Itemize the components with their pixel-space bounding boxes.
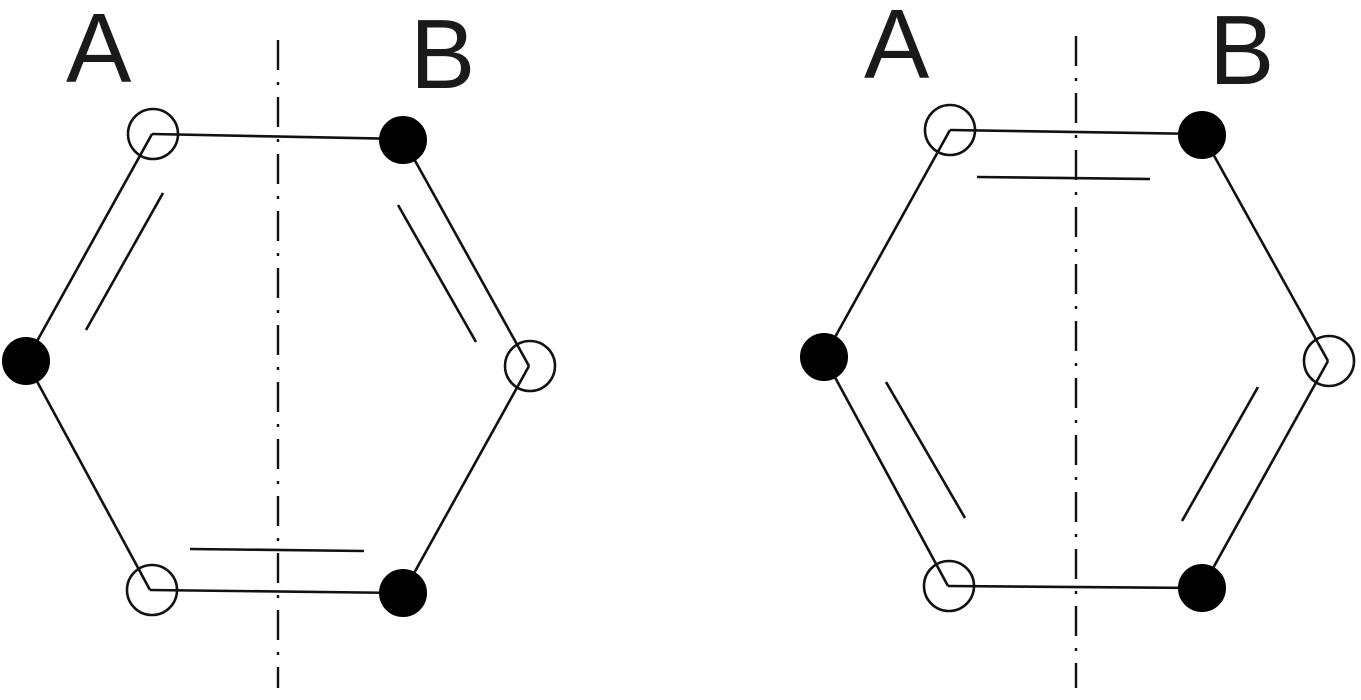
right-label-b: B bbox=[1209, 0, 1274, 105]
right-atom-filled-top-right bbox=[1178, 111, 1226, 159]
left-double-bond-upper-right bbox=[396, 204, 478, 343]
left-atom-open-top-left bbox=[126, 107, 180, 161]
left-bond-lower-right bbox=[401, 365, 531, 594]
right-atom-filled-bottom-right bbox=[1178, 564, 1226, 612]
right-bond-upper-right bbox=[1200, 133, 1330, 362]
right-atom-open-bottom-left bbox=[922, 559, 976, 613]
right-atom-open-top-left bbox=[923, 103, 977, 157]
right-bond-lower-right bbox=[1200, 360, 1330, 589]
right-bond-bottom bbox=[947, 584, 1203, 590]
right-label-a: A bbox=[864, 0, 930, 99]
left-atom-open-right bbox=[503, 339, 557, 393]
left-atom-filled-left bbox=[2, 337, 50, 385]
left-atom-filled-bottom-right bbox=[379, 569, 427, 617]
right-atom-open-right bbox=[1302, 334, 1356, 388]
right-bond-upper-left bbox=[822, 129, 952, 358]
left-label-a: A bbox=[66, 0, 132, 103]
left-label-b: B bbox=[410, 0, 475, 109]
left-double-bond-upper-left bbox=[84, 192, 165, 331]
right-atom-filled-left bbox=[800, 333, 848, 381]
right-structure: A B bbox=[800, 0, 1356, 688]
left-bond-bottom bbox=[149, 588, 404, 595]
right-double-bond-lower-left bbox=[884, 381, 967, 519]
left-double-bond-bottom bbox=[189, 547, 365, 553]
right-bond-top bbox=[949, 128, 1203, 136]
left-atom-open-bottom-left bbox=[125, 563, 179, 617]
left-atom-filled-top-right bbox=[379, 116, 427, 164]
left-bond-upper-right bbox=[401, 138, 531, 367]
right-double-bond-lower-right bbox=[1180, 386, 1260, 522]
right-bond-lower-left bbox=[822, 356, 950, 587]
left-bond-top bbox=[151, 132, 404, 141]
left-bond-upper-left bbox=[24, 133, 154, 362]
left-structure: A B bbox=[2, 0, 557, 688]
right-double-bond-top bbox=[976, 175, 1151, 181]
left-bond-lower-left bbox=[24, 360, 152, 591]
